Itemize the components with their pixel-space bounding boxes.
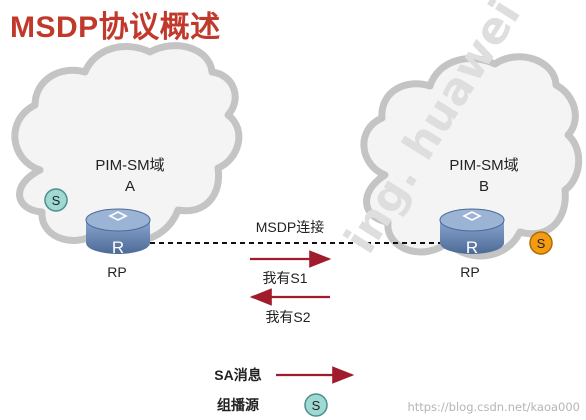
router-b-icon: R — [439, 208, 505, 257]
cloud-domain-b — [360, 53, 583, 260]
page-title: MSDP协议概述 — [10, 11, 221, 44]
multicast-source-a-icon: S — [44, 188, 68, 212]
legend-sa-label: SA消息 — [214, 367, 261, 383]
svg-text:R: R — [112, 238, 124, 257]
router-a-icon: R — [85, 208, 151, 257]
legend-source-icon: S — [304, 393, 328, 417]
message-s2: 我有S2 — [265, 309, 310, 325]
domain-a-name: PIM-SM域 — [95, 157, 164, 174]
svg-text:S: S — [52, 193, 61, 208]
domain-b-name: PIM-SM域 — [449, 157, 518, 174]
domain-a-letter: A — [125, 178, 135, 195]
msdp-connection-label: MSDP连接 — [256, 219, 324, 235]
rp-a-label: RP — [107, 264, 126, 280]
domain-b-letter: B — [479, 178, 489, 195]
cloud-domain-a — [11, 42, 243, 246]
multicast-source-b-icon: S — [529, 231, 553, 255]
message-s1: 我有S1 — [262, 270, 307, 286]
svg-text:S: S — [537, 236, 546, 251]
svg-text:R: R — [466, 238, 478, 257]
svg-text:S: S — [312, 398, 321, 413]
legend-source-label: 组播源 — [217, 397, 259, 413]
rp-b-label: RP — [460, 264, 479, 280]
watermark-url: https://blog.csdn.net/kaoa000 — [407, 400, 580, 414]
